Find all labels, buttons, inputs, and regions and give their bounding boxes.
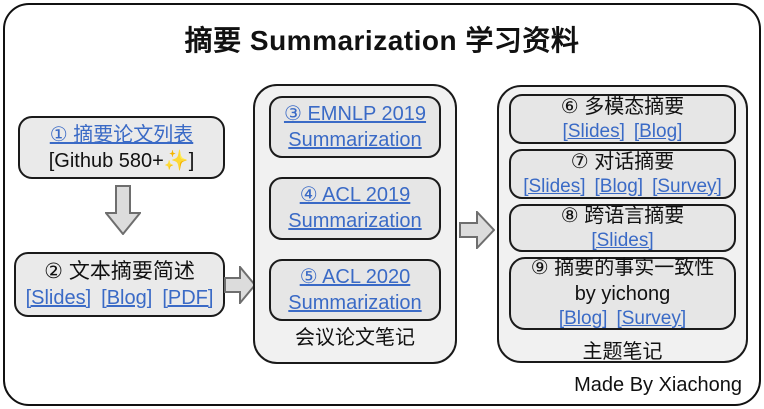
box-factual-consistency: ⑨ 摘要的事实一致性 by yichong [Blog] [Survey]	[509, 257, 736, 330]
dialogue-blog-link[interactable]: [Blog]	[594, 175, 644, 197]
dialogue-survey-link[interactable]: [Survey]	[652, 175, 722, 197]
multimodal-slides-link[interactable]: [Slides]	[562, 120, 625, 142]
box-text-summarization-intro: ② 文本摘要简述 [Slides] [Blog] [PDF]	[14, 252, 225, 317]
dialogue-slides-link[interactable]: [Slides]	[523, 175, 586, 197]
factual-blog-link[interactable]: [Blog]	[558, 308, 608, 330]
intro-links: [Slides] [Blog] [PDF]	[26, 285, 214, 311]
factual-survey-link[interactable]: [Survey]	[616, 308, 687, 330]
factual-subtitle: by yichong	[574, 283, 671, 306]
crosslingual-title: ⑧ 跨语言摘要	[560, 204, 685, 227]
box-acl-2019: ④ ACL 2019 Summarization	[269, 177, 441, 240]
multimodal-blog-link[interactable]: [Blog]	[633, 120, 683, 142]
conference-notes-caption: 会议论文笔记	[295, 327, 415, 349]
box-dialogue-summarization: ⑦ 对话摘要 [Slides] [Blog] [Survey]	[509, 149, 736, 199]
topic-notes-caption: 主题笔记	[582, 341, 663, 363]
page-title: 摘要 Summarization 学习资料	[184, 25, 580, 56]
group-topic-notes: ⑥ 多模态摘要 [Slides] [Blog] ⑦ 对话摘要 [Slides] …	[497, 85, 748, 363]
factual-title: ⑨ 摘要的事实一致性	[530, 257, 715, 280]
intro-pdf-link[interactable]: [PDF]	[162, 287, 214, 310]
box-paper-list: ① 摘要论文列表 [Github 580+✨]	[18, 116, 225, 179]
intro-title: ② 文本摘要简述	[44, 259, 195, 283]
box-crosslingual-summarization: ⑧ 跨语言摘要 [Slides]	[509, 204, 736, 252]
intro-slides-link[interactable]: [Slides]	[25, 287, 92, 310]
down-arrow-icon	[105, 185, 141, 235]
box-emnlp-2019: ③ EMNLP 2019 Summarization	[269, 96, 441, 159]
box-acl-2020: ⑤ ACL 2020 Summarization	[269, 258, 441, 321]
dialogue-title: ⑦ 对话摘要	[570, 150, 675, 173]
acl-2019-link[interactable]: ④ ACL 2019 Summarization	[288, 184, 422, 233]
acl-2020-link[interactable]: ⑤ ACL 2020 Summarization	[288, 265, 422, 314]
right-arrow-icon	[224, 266, 256, 304]
credit-text: Made By Xiachong	[574, 374, 742, 396]
paper-list-link[interactable]: ① 摘要论文列表	[49, 123, 194, 146]
group-conference-notes: ③ EMNLP 2019 Summarization ④ ACL 2019 Su…	[253, 84, 457, 364]
crosslingual-slides-link[interactable]: [Slides]	[591, 229, 654, 251]
multimodal-title: ⑥ 多模态摘要	[560, 95, 685, 118]
intro-blog-link[interactable]: [Blog]	[101, 287, 153, 310]
box-multimodal-summarization: ⑥ 多模态摘要 [Slides] [Blog]	[509, 94, 736, 144]
emnlp-2019-link[interactable]: ③ EMNLP 2019 Summarization	[283, 103, 427, 152]
paper-list-caption: [Github 580+✨]	[48, 149, 195, 172]
right-arrow-icon	[459, 211, 495, 249]
